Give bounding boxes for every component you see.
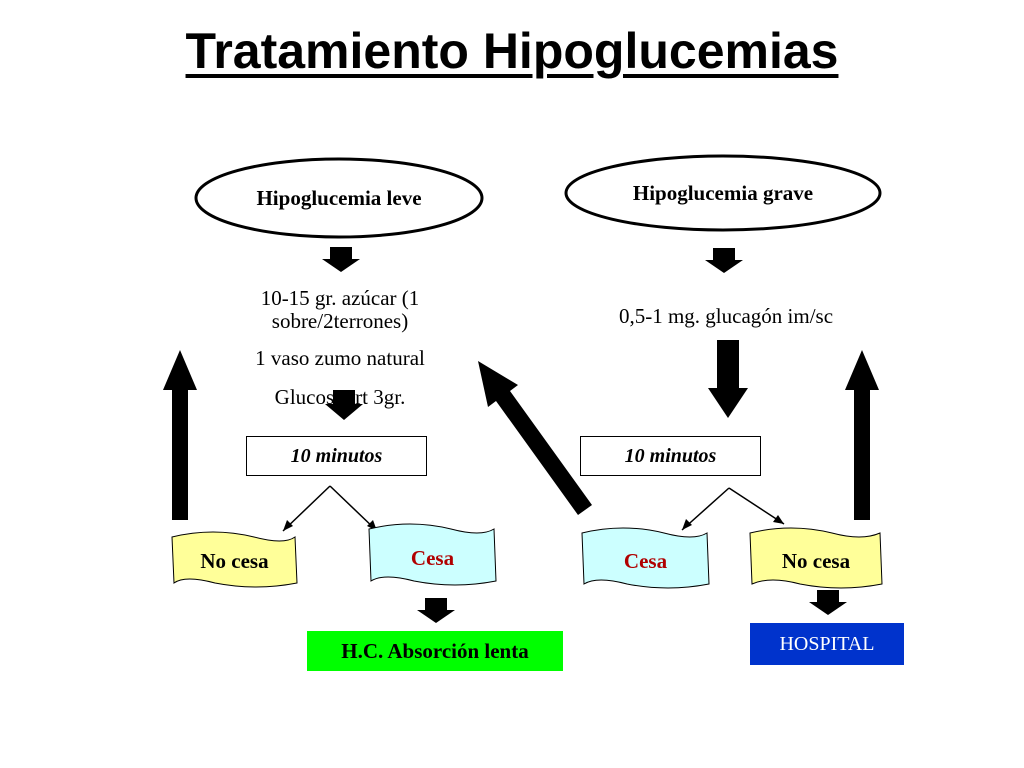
block-arrow-up-icon: [845, 350, 879, 520]
flag-cesa-left: [368, 523, 497, 586]
flag-no-cesa-left: [171, 531, 298, 588]
block-arrow-down-icon: [809, 590, 847, 615]
block-arrow-down-icon: [708, 340, 748, 418]
block-arrow-down-icon: [417, 598, 455, 623]
heading-hipoglucemia-leve: Hipoglucemia leve: [256, 186, 422, 210]
label-no-cesa-right: No cesa: [781, 549, 851, 573]
treatment-glucagon: 0,5-1 mg. glucagón im/sc: [618, 304, 834, 328]
label-no-cesa-left: No cesa: [200, 549, 269, 573]
flag-no-cesa-right: [749, 527, 883, 589]
block-arrow-down-icon: [325, 390, 363, 420]
result-absorcion-lenta: H.C. Absorción lenta: [307, 631, 563, 671]
result-hospital: HOSPITAL: [750, 623, 904, 665]
block-arrow-down-icon: [705, 248, 743, 273]
flag-cesa-right: [581, 527, 710, 589]
label-cesa-right: Cesa: [623, 549, 668, 573]
treatment-zumo: 1 vaso zumo natural: [255, 346, 425, 370]
block-arrow-down-icon: [322, 247, 360, 272]
heading-hipoglucemia-grave: Hipoglucemia grave: [632, 181, 814, 205]
ellipse-hipoglucemia-leve: [194, 157, 484, 239]
treatment-glucosport: Glucosport 3gr.: [274, 385, 406, 409]
ellipse-hipoglucemia-grave: [564, 154, 882, 232]
treatment-azucar: 10-15 gr. azúcar (1 sobre/2terrones): [260, 286, 420, 333]
block-arrow-up-icon: [163, 350, 197, 520]
wait-box-left: 10 minutos: [246, 436, 427, 476]
label-cesa-left: Cesa: [410, 546, 455, 570]
page-title: Tratamiento Hipoglucemias: [185, 23, 839, 79]
wait-box-right: 10 minutos: [580, 436, 761, 476]
block-arrow-diagonal-icon: [478, 361, 592, 515]
